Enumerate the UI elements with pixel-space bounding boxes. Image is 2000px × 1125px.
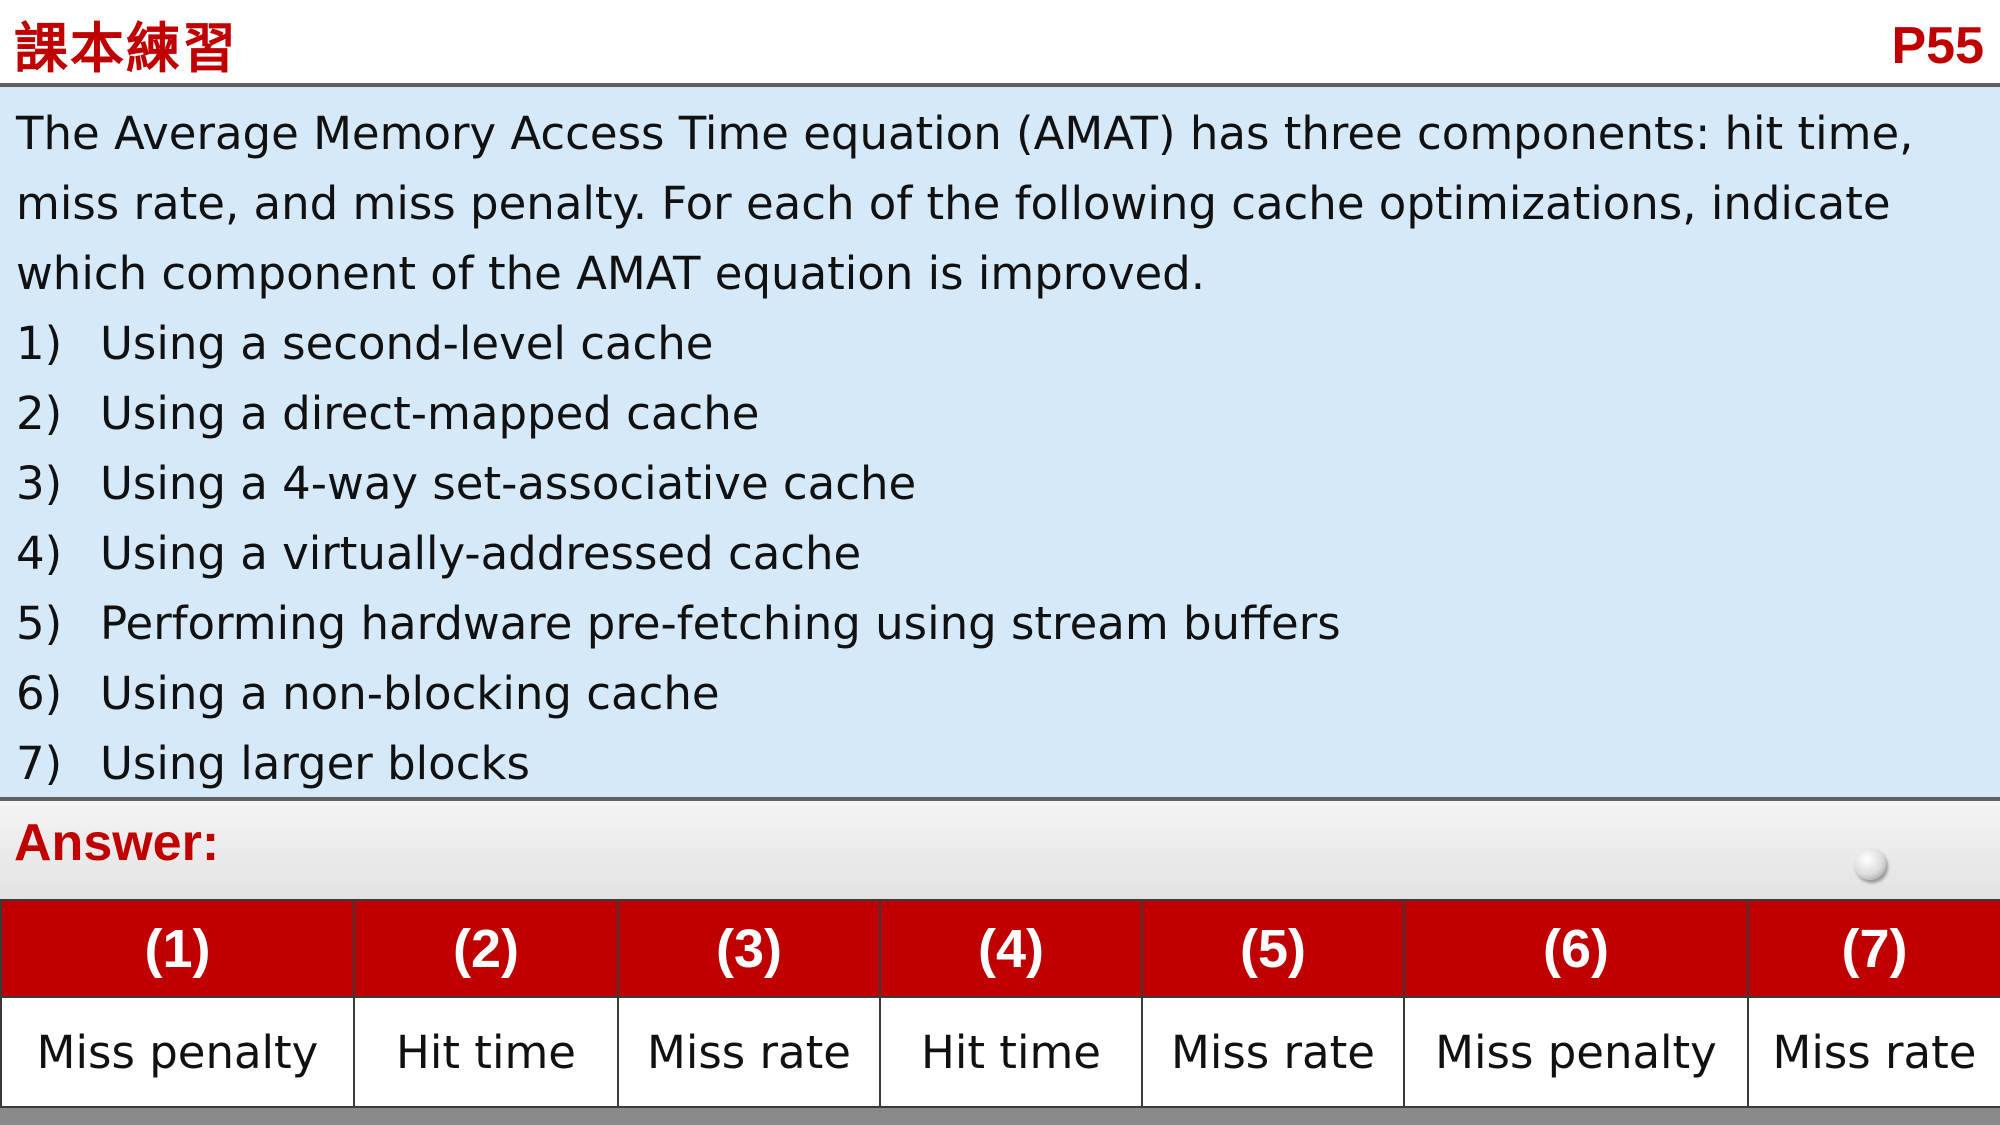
answer-band: Answer: [0,801,2000,901]
item-number: 7) [16,737,63,790]
answer-header-cell: (7) [1747,899,2000,998]
bottom-divider [0,797,2000,801]
slide-header: 課本練習 P55 [0,0,2000,84]
list-item: 7) Using larger blocks [16,729,1976,799]
answer-value-cell: Miss penalty [1403,996,1749,1108]
list-item: 2) Using a direct-mapped cache [16,379,1976,449]
optimization-list: 1) Using a second-level cache 2) Using a d… [16,309,1976,799]
answer-value-cell: Miss rate [1747,996,2000,1108]
question-text: The Average Memory Access Time equation … [16,107,1914,300]
page-number: P55 [1891,17,1984,75]
answer-value-cell: Miss rate [1141,996,1405,1108]
item-text: Using a virtually-addressed cache [100,527,862,580]
answer-header-cell: (5) [1141,899,1405,998]
item-text: Using a 4-way set-associative cache [100,457,917,510]
item-text: Using larger blocks [100,737,530,790]
list-item: 4) Using a virtually-addressed cache [16,519,1976,589]
answer-value-cell: Miss penalty [0,996,355,1108]
list-item: 3) Using a 4-way set-associative cache [16,449,1976,519]
answer-header-cell: (3) [617,899,881,998]
answer-table: (1) (2) (3) (4) (5) (6) (7) Miss penalty… [0,899,2000,1108]
question-panel: The Average Memory Access Time equation … [0,87,2000,798]
item-number: 5) [16,597,63,650]
bottom-strip [0,1108,2000,1125]
answer-header-cell: (4) [879,899,1143,998]
item-number: 4) [16,527,63,580]
item-number: 2) [16,387,63,440]
answer-header-row: (1) (2) (3) (4) (5) (6) (7) [0,899,2000,998]
item-number: 6) [16,667,63,720]
answer-value-row: Miss penalty Hit time Miss rate Hit time… [0,996,2000,1108]
answer-label: Answer: [14,814,220,872]
item-number: 1) [16,317,63,370]
answer-header-cell: (6) [1403,899,1749,998]
slide-title: 課本練習 [14,16,238,80]
answer-header-cell: (1) [0,899,355,998]
item-text: Performing hardware pre-fetching using s… [100,597,1341,650]
list-item: 5) Performing hardware pre-fetching using… [16,589,1976,659]
item-text: Using a direct-mapped cache [100,387,760,440]
answer-value-cell: Hit time [879,996,1143,1108]
decorative-ring-icon [1854,848,1886,880]
list-item: 6) Using a non-blocking cache [16,659,1976,729]
item-text: Using a second-level cache [100,317,714,370]
answer-value-cell: Miss rate [617,996,881,1108]
top-divider [0,83,2000,87]
item-number: 3) [16,457,63,510]
answer-value-cell: Hit time [353,996,619,1108]
answer-header-cell: (2) [353,899,619,998]
list-item: 1) Using a second-level cache [16,309,1976,379]
item-text: Using a non-blocking cache [100,667,720,720]
